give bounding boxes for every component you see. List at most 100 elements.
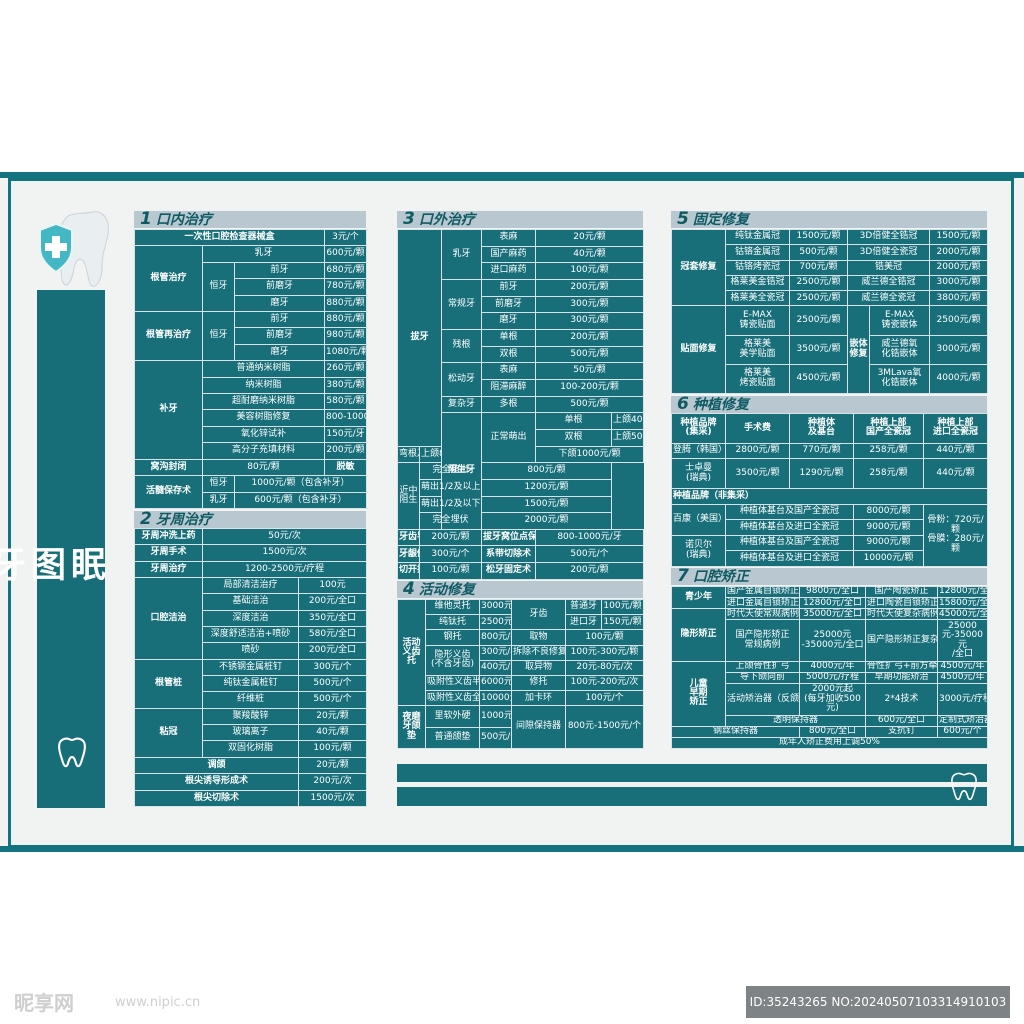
table-cell: 里软外硬: [425, 705, 480, 728]
table-cell: 下颌1000元/颗: [535, 445, 645, 464]
table-cell: 乳牙: [202, 491, 235, 509]
table-cell: 200元/全口: [297, 642, 368, 660]
table-cell: 4500元/年: [937, 660, 988, 674]
table-cell: 进口陶瓷自锁矫正: [865, 597, 938, 610]
table-cell: 磨牙: [481, 312, 537, 330]
table-cell: 2000元/颗: [929, 259, 989, 276]
table-cell: 500元/个: [535, 545, 645, 564]
table-cell: 前牙: [233, 261, 326, 280]
table-cell: 调颌: [134, 756, 299, 775]
table-cell: 定制式矫治器: [937, 714, 988, 727]
table-cell: 进口麻药: [481, 262, 537, 280]
table-cell: 20元/颗: [297, 707, 368, 726]
table-cell: 支抗钉: [865, 725, 938, 738]
section-title: 固定修复: [692, 212, 749, 228]
table-cell: 980元/颗: [324, 327, 368, 345]
table-cell: 普通颌垫: [425, 726, 480, 750]
table-cell: 美容树脂修复: [201, 409, 326, 427]
table-cell: 早期功能矫治: [865, 672, 938, 685]
table-cell: 种植体基台及国产全瓷冠: [725, 503, 854, 521]
tooth-shield-logo: [39, 211, 109, 287]
table-cell: 磨牙: [233, 343, 326, 362]
table-cell: 骨粉：720元/颗骨膜：280元/颗: [923, 503, 988, 568]
table-cell: 纤维桩: [202, 691, 299, 709]
section-number: 7: [677, 566, 689, 586]
table-cell: 1080元/颗: [324, 343, 368, 362]
table-cell: 威兰德全瓷冠: [846, 290, 931, 307]
table-row: 隐形义齿(不含牙齿)300元/小托拆除不良修复体100元-300元/颗: [398, 644, 644, 676]
table-cell: 牙周手术: [134, 544, 203, 562]
table-cell: 国产隐形矫正复杂病例: [865, 619, 938, 662]
table-cell: 局部清洁治疗: [202, 577, 299, 595]
table-cell: 600元/颗: [324, 245, 368, 263]
table-cell: 500元/颗: [535, 395, 645, 414]
table-cell: 50元/次: [201, 527, 368, 546]
table-cell: 切开排脓: [397, 562, 420, 580]
table-cell: 双固化树脂: [202, 740, 299, 758]
table-cell: 威兰德氧化锆嵌体: [868, 334, 931, 365]
table-cell: 1500元/颗: [789, 228, 848, 246]
table-cell: 1500元/颗: [481, 495, 613, 514]
table-cell: 前牙: [481, 278, 537, 297]
table-cell: 500元/个: [479, 726, 512, 750]
table-cell: 3元/个: [324, 228, 368, 247]
table-cell: 8000元/颗: [853, 503, 924, 521]
table-cell: 9000元/颗: [853, 519, 924, 536]
table-cell: 500元/颗: [789, 244, 848, 261]
table-cell: 钴铬烤瓷冠: [725, 259, 790, 276]
table-cell: 补牙: [134, 360, 203, 460]
watermark-brand: 昵享网: [14, 991, 74, 1015]
table-cell: 根尖诱导形成术: [134, 773, 299, 791]
table-cell: 根管治疗: [134, 245, 203, 313]
table-cell: 双根: [481, 345, 537, 364]
table-cell: 200元/全口: [297, 593, 368, 611]
table-cell: 近中阻生: [397, 462, 420, 530]
table-cell: 松牙固定术: [481, 562, 537, 580]
table-cell: 根管再治疗: [134, 311, 203, 362]
table-cell: 2000元/颗: [929, 244, 989, 261]
table-cell: 3800元/颗: [929, 290, 989, 307]
table-cell: 4000元/颗: [929, 363, 989, 395]
tooth-outline-icon: [951, 772, 977, 801]
table-cell: 基础洁治: [202, 593, 299, 611]
table-cell: 440元/颗: [923, 458, 988, 489]
table-cell: 加卡环: [511, 690, 566, 707]
table-cell: 800元/托: [479, 629, 512, 646]
table-cell: 锆美冠: [846, 259, 931, 276]
table-cell: 80元/颗: [201, 458, 326, 477]
table-cell: 深度舒适洁治+喷砂: [202, 626, 299, 644]
table-cell: 隐形矫正: [671, 608, 726, 662]
table-cell: 4500元/颗: [789, 363, 848, 395]
table-cell: 2800元/颗: [725, 442, 790, 460]
table-row: 国产隐形矫正常规病例25000元-35000元/全口国产隐形矫正复杂病例2500…: [672, 619, 988, 662]
table-cell: 喷砂: [202, 642, 299, 660]
table-cell: 500元/个: [297, 691, 368, 709]
table-cell: 100元/颗: [297, 740, 368, 758]
table-cell: 成年人矫正费用上调50%: [671, 736, 988, 750]
table-cell: 500元/颗: [535, 345, 645, 364]
table-row: 牙齿导萌术200元/颗拔牙窝位点保存800-1000元/牙: [397, 528, 645, 547]
table-cell: 普通牙: [565, 598, 602, 616]
